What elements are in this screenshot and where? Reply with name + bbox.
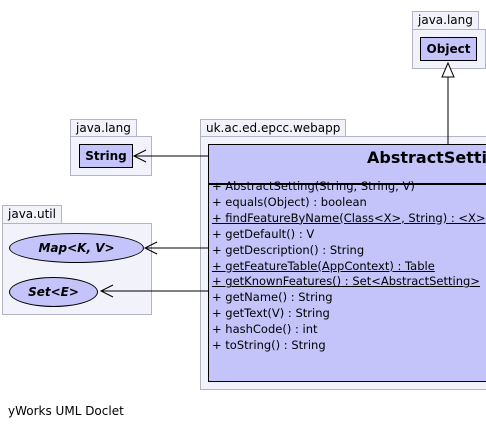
method-signature: + getText(V) : String — [212, 306, 330, 321]
methods-list: + AbstractSetting(String, String, V)+ eq… — [212, 179, 486, 354]
method-row[interactable]: + getDescription() : String — [212, 243, 486, 259]
method-signature: + findFeatureByName(Class<X>, String) : … — [212, 210, 486, 225]
class-name: AbstractSetting — [367, 148, 486, 167]
method-row[interactable]: + getKnownFeatures() : Set<AbstractSetti… — [212, 274, 486, 290]
method-signature: + getName() : String — [212, 290, 333, 305]
method-row[interactable]: + hashCode() : int — [212, 322, 486, 338]
package-label-java-lang-object: java.lang — [412, 11, 479, 29]
package-label-webapp: uk.ac.ed.epcc.webapp — [200, 119, 347, 137]
method-signature: + toString() : String — [212, 338, 326, 353]
method-row[interactable]: + equals(Object) : boolean — [212, 195, 486, 211]
method-row[interactable]: + AbstractSetting(String, String, V) — [212, 179, 486, 195]
generalization-arrowhead — [441, 61, 455, 78]
method-row[interactable]: + findFeatureByName(Class<X>, String) : … — [212, 211, 486, 227]
method-signature: + getDescription() : String — [212, 242, 365, 257]
dependency-string-arrowhead — [132, 149, 147, 163]
dependency-map-arrowhead — [143, 241, 158, 255]
method-row[interactable]: + getFeatureTable(AppContext) : Table — [212, 259, 486, 275]
method-signature: + getDefault() : V — [212, 226, 315, 241]
interface-set[interactable]: Set<E> — [9, 277, 98, 307]
method-signature: + getFeatureTable(AppContext) : Table — [212, 258, 435, 273]
method-row[interactable]: + getText(V) : String — [212, 306, 486, 322]
method-signature: + hashCode() : int — [212, 322, 318, 337]
dependency-set-arrowhead — [99, 284, 114, 298]
method-signature: + getKnownFeatures() : Set<AbstractSetti… — [212, 274, 480, 289]
method-signature: + AbstractSetting(String, String, V) — [212, 179, 415, 193]
class-abstract-setting[interactable]: AbstractSetting + AbstractSetting(String… — [208, 144, 486, 382]
package-label-java-util: java.util — [2, 205, 62, 223]
method-row[interactable]: + getName() : String — [212, 290, 486, 306]
interface-map[interactable]: Map<K, V> — [9, 233, 144, 263]
method-row[interactable]: + toString() : String — [212, 338, 486, 354]
class-string[interactable]: String — [79, 144, 133, 168]
class-object[interactable]: Object — [420, 37, 477, 61]
package-label-java-lang-string: java.lang — [70, 119, 137, 137]
footer-label: yWorks UML Doclet — [8, 404, 124, 418]
method-row[interactable]: + getDefault() : V — [212, 227, 486, 243]
attribute-separator — [209, 183, 486, 185]
method-signature: + equals(Object) : boolean — [212, 194, 367, 209]
